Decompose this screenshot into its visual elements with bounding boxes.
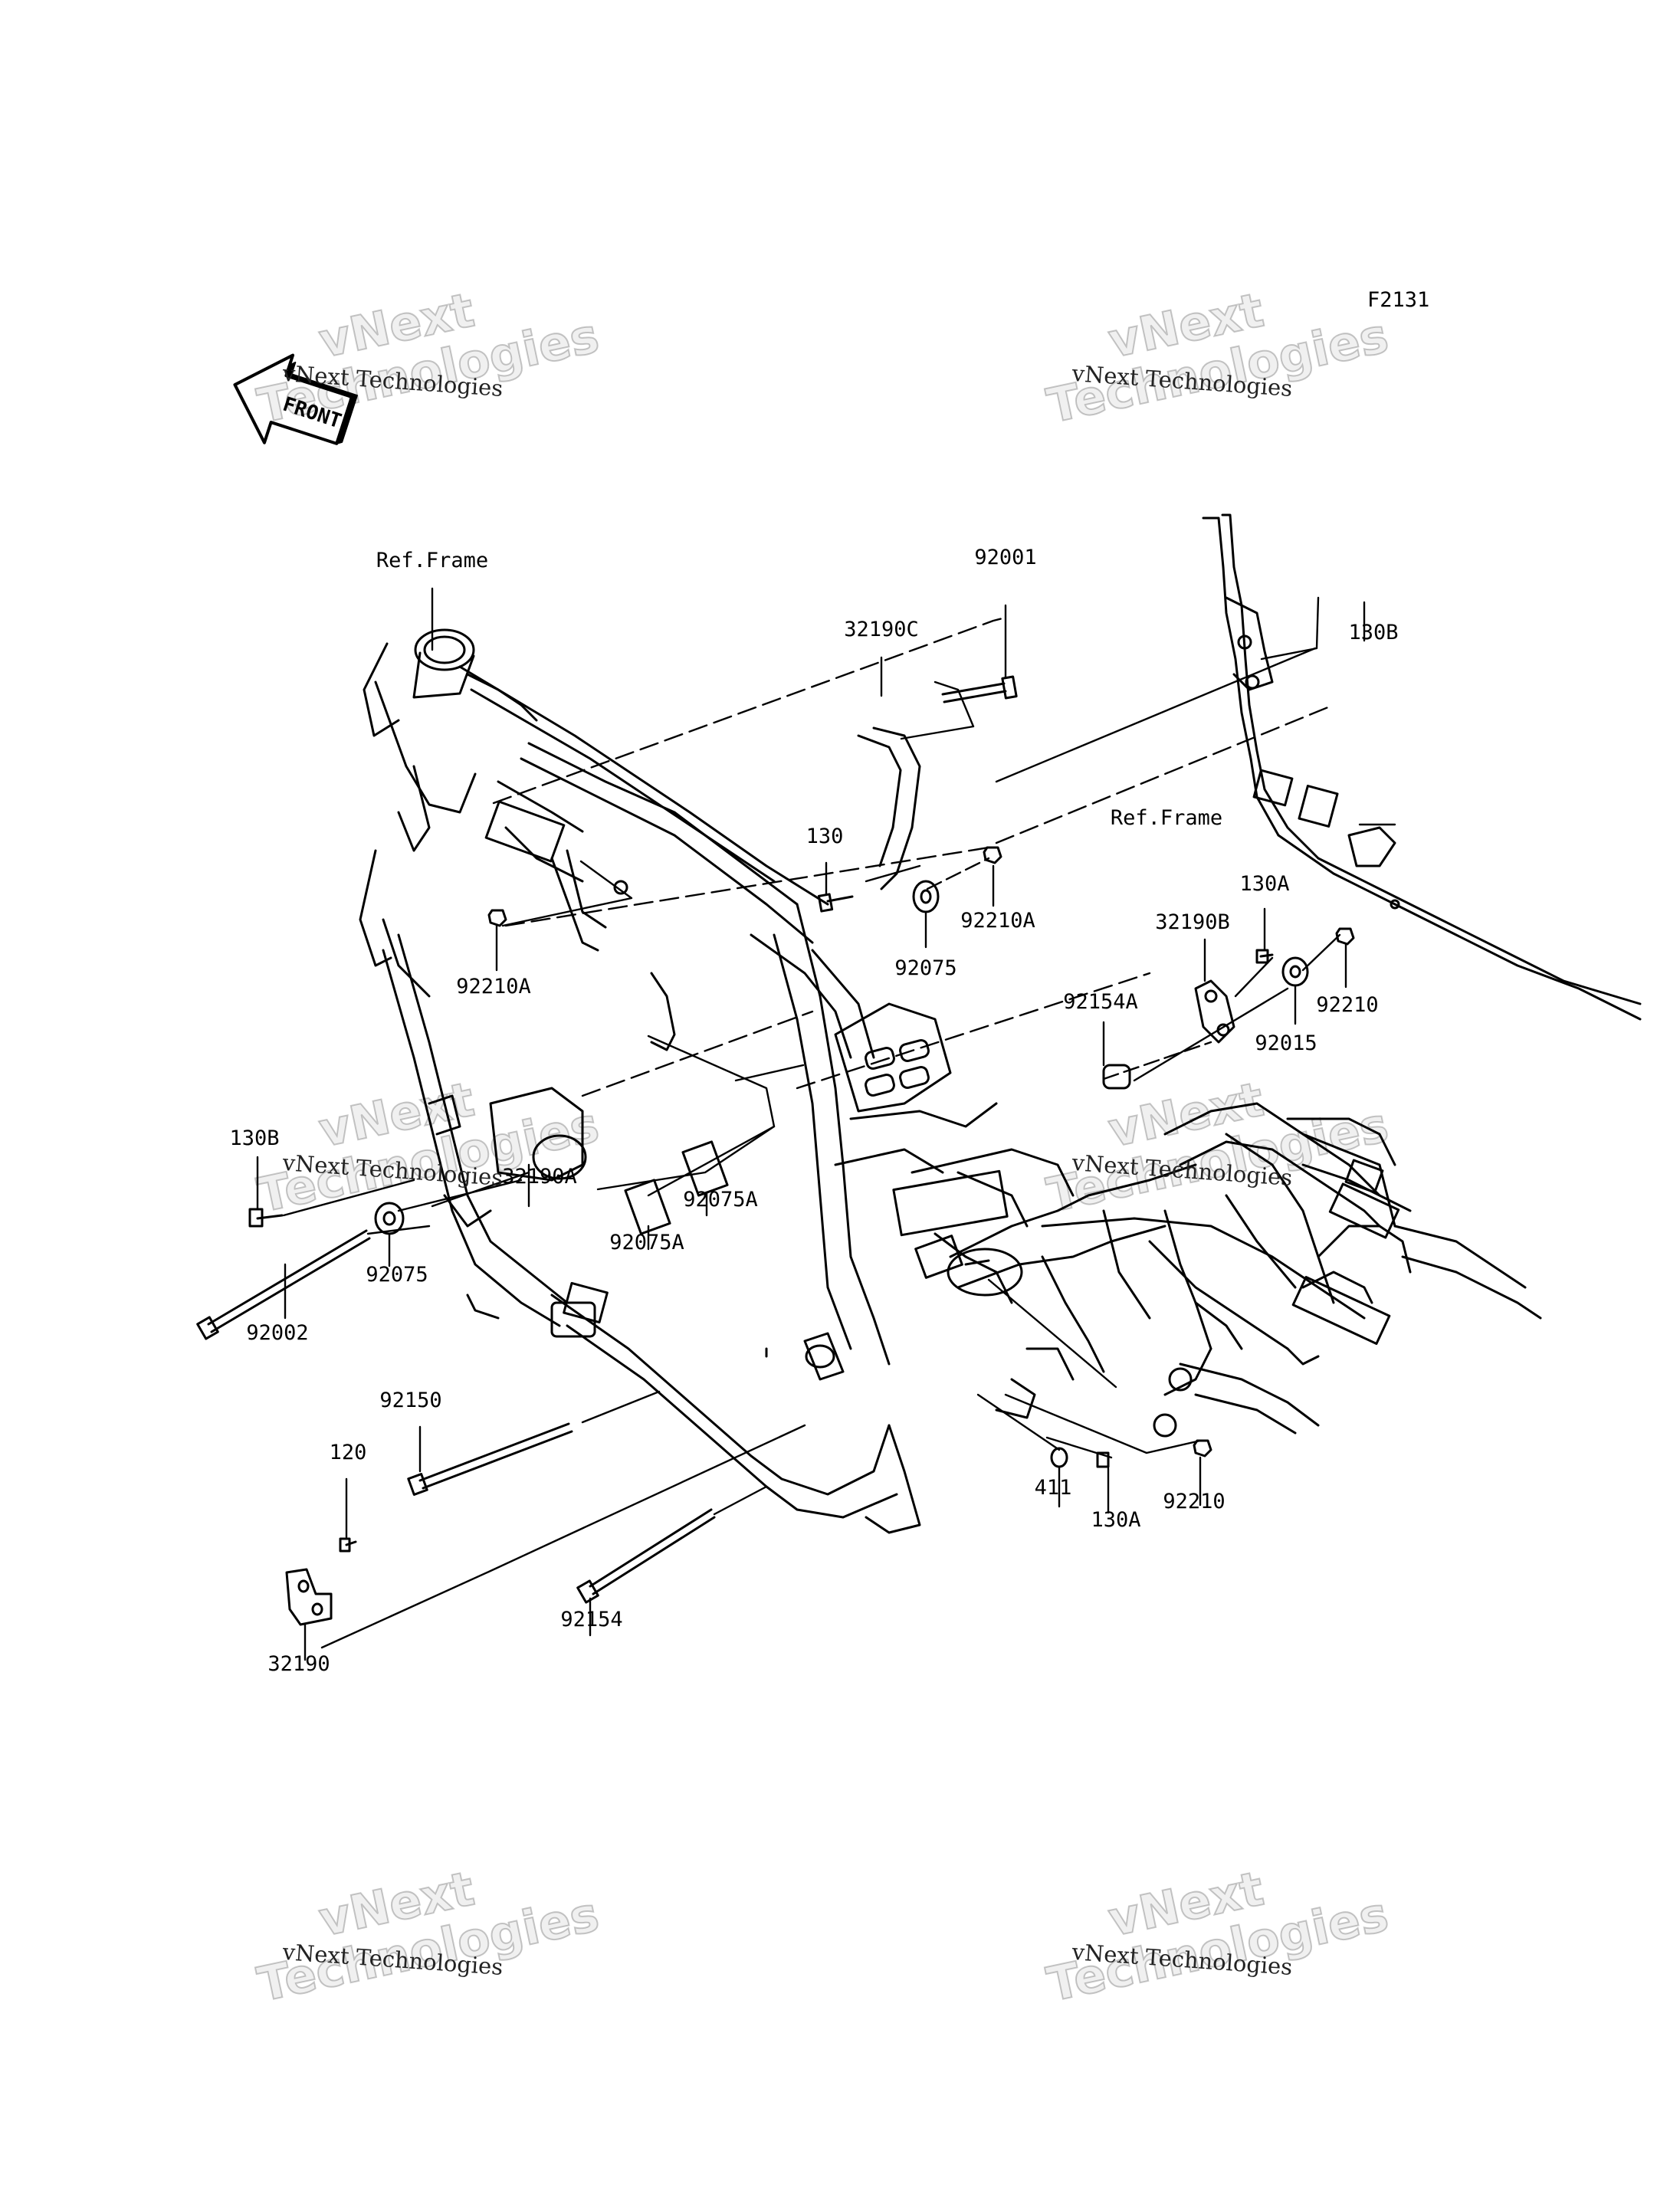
- label-130A-bottom: 130A: [1091, 1508, 1141, 1532]
- label-92210-right: 92210: [1316, 993, 1379, 1017]
- label-92154: 92154: [560, 1608, 623, 1631]
- leader-lines: [256, 587, 1396, 1661]
- hardware-parts: [196, 675, 1355, 1626]
- label-92015: 92015: [1255, 1031, 1317, 1055]
- label-32190B: 32190B: [1155, 910, 1230, 934]
- label-32190A: 32190A: [502, 1165, 577, 1189]
- label-130: 130: [806, 825, 844, 848]
- front-frame: [359, 628, 829, 1338]
- label-92075-mid: 92075: [894, 956, 957, 980]
- label-130B-left: 130B: [229, 1126, 280, 1150]
- front-arrow-icon: FRONT: [233, 353, 358, 445]
- label-130B-top: 130B: [1348, 621, 1399, 644]
- label-92210A-left: 92210A: [456, 975, 531, 998]
- label-32190: 32190: [267, 1652, 330, 1676]
- label-411: 411: [1034, 1476, 1072, 1500]
- label-130A-top: 130A: [1239, 872, 1290, 896]
- label-32190C: 32190C: [844, 618, 919, 641]
- label-92210A-right: 92210A: [960, 909, 1035, 933]
- label-ref-frame-front: Ref.Frame: [376, 549, 489, 572]
- label-92150: 92150: [379, 1389, 442, 1412]
- label-92002: 92002: [246, 1321, 309, 1345]
- label-92210-bottom: 92210: [1163, 1490, 1226, 1513]
- figure-code: F2131: [1367, 288, 1430, 312]
- label-120: 120: [329, 1441, 367, 1464]
- label-92075A-right: 92075A: [683, 1188, 758, 1212]
- rear-frame-ref: [1202, 513, 1642, 1021]
- label-92001: 92001: [974, 546, 1037, 569]
- label-92154A: 92154A: [1063, 990, 1138, 1014]
- backbone-frame: [520, 742, 1542, 1534]
- label-92075A-left: 92075A: [609, 1231, 684, 1254]
- label-ref-frame-rear: Ref.Frame: [1110, 806, 1223, 830]
- label-92075-left: 92075: [366, 1263, 428, 1287]
